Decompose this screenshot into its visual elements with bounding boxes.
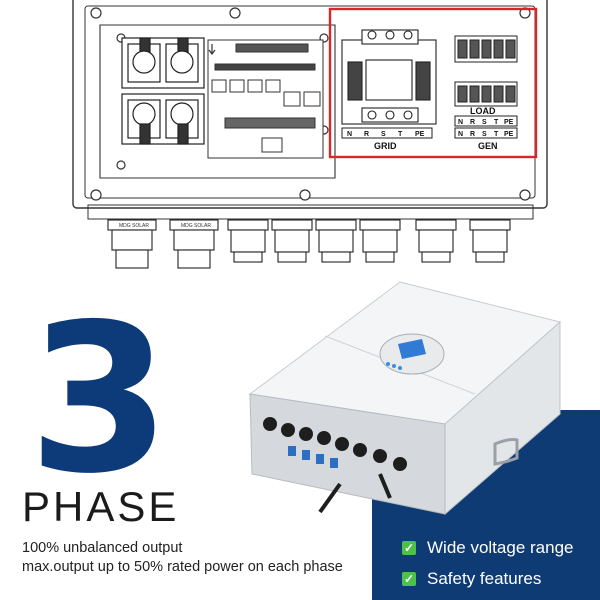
check-icon: ✓ [402,572,416,586]
grid-terminal-label: R [364,131,369,138]
cable-glands [107,219,511,269]
load-terminal-label: T [494,119,499,126]
load-terminal-label: PE [504,119,514,126]
load-terminal-label: N [458,119,463,126]
grid-terminal-label: S [381,131,386,138]
gen-label: GEN [478,141,498,151]
gen-terminal-label: R [470,131,475,138]
screw-icon [90,189,102,201]
description-line: max.output up to 50% rated power on each… [22,559,343,575]
screw-icon [229,7,241,19]
gen-terminal-label: PE [504,131,514,138]
load-terminal-label: S [482,119,487,126]
grid-label: GRID [374,141,397,151]
feature-item-wide-voltage: ✓ Wide voltage range [402,537,573,559]
feature-item-safety: ✓ Safety features [402,568,541,590]
wiring-diagram: LOAD GRID GEN N R S T PE N R S T PE N R … [72,0,548,269]
check-icon: ✓ [402,541,416,555]
gen-terminal-label: T [494,131,499,138]
svg-text:MDG SOLAR: MDG SOLAR [119,223,149,229]
feature-label: Wide voltage range [427,538,574,557]
inverter-illustration [248,281,562,516]
phase-number: 3 [28,281,171,519]
grid-terminal-label: T [398,131,403,138]
phase-label: PHASE [22,483,180,530]
gen-terminal-label: S [482,131,487,138]
description-line: 100% unbalanced output [22,540,183,556]
screw-icon [299,189,311,201]
feature-label: Safety features [427,569,542,588]
gen-terminal-label: N [458,131,463,138]
svg-text:MDG SOLAR: MDG SOLAR [181,223,211,229]
grid-terminal-label: N [347,131,352,138]
housing-outline [72,0,548,209]
load-label: LOAD [470,106,496,116]
screw-icon [519,189,531,201]
grid-terminal-label: PE [415,131,425,138]
screw-icon [90,7,102,19]
terminal-highlight [328,7,538,159]
load-terminal-label: R [470,119,475,126]
